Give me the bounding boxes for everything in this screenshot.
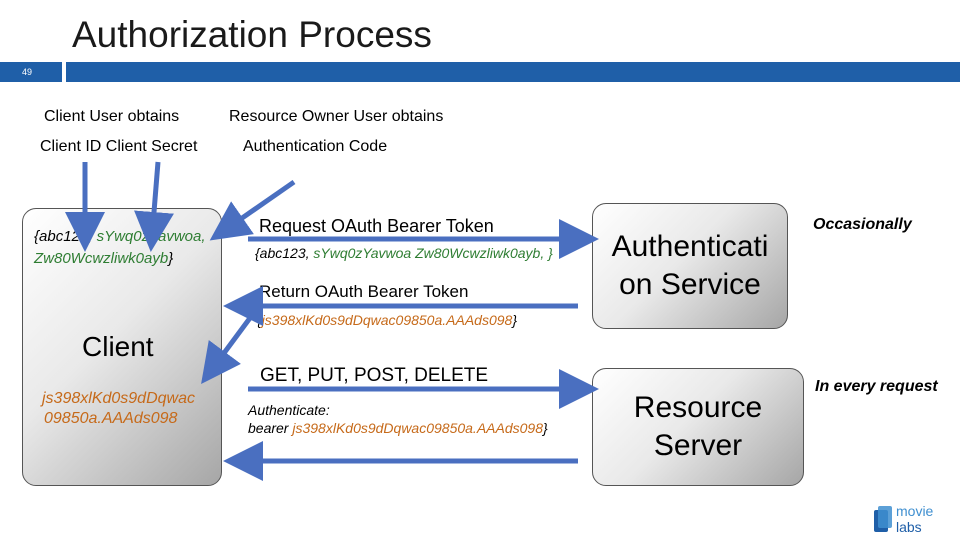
client-token-line2: 09850a.AAAds098	[44, 410, 178, 427]
authenticate-label: Authenticate:	[248, 402, 330, 418]
client-obtains-label: Client User obtains	[44, 108, 180, 125]
request-open: {abc123,	[255, 245, 314, 261]
bearer-close: }	[542, 420, 548, 436]
client-box	[22, 208, 222, 486]
client-creds-close: }	[168, 250, 174, 267]
auth-code-arrow	[209, 179, 296, 241]
title-bar-right	[66, 62, 960, 82]
http-verbs-label: GET, PUT, POST, DELETE	[260, 365, 489, 386]
svg-text:movie: movie	[896, 503, 934, 519]
client-secret-value: Zw80Wcwzliwk0ayb	[34, 250, 169, 267]
token-to-client-arrow	[201, 316, 253, 385]
slide-title: Authorization Process	[72, 14, 432, 55]
occasionally-note: Occasionally	[813, 216, 912, 233]
svg-text:labs: labs	[896, 519, 922, 535]
request-body-value: sYwq0zYavwoa Zw80Wcwzliwk0ayb, }	[313, 245, 553, 261]
bearer-token-value: js398xlKd0s9dDqwac09850a.AAAds098	[292, 420, 543, 436]
title-bar	[0, 62, 960, 82]
bearer-token-line: bearer js398xlKd0s9dDqwac09850a.AAAds098…	[248, 420, 548, 436]
logo-icon: movie labs	[874, 503, 934, 535]
client-secret-arrow	[134, 161, 174, 252]
owner-obtains-label: Resource Owner User obtains	[229, 108, 444, 125]
request-token-body: {abc123, sYwq0zYavwoa Zw80Wcwzliwk0ayb, …	[255, 245, 553, 261]
return-body-value: js398xlKd0s9dDqwac09850a.AAAds098	[261, 312, 513, 328]
auth-service-line1: Authenticati	[611, 230, 769, 263]
client-credentials-secret: Zw80Wcwzliwk0ayb}	[34, 250, 173, 267]
client-label: Client	[82, 331, 154, 362]
authentication-service-box: Authenticati on Service	[592, 203, 788, 329]
return-close: }	[512, 312, 517, 328]
resource-server-box: Resource Server	[592, 368, 804, 486]
request-token-label: Request OAuth Bearer Token	[259, 216, 494, 236]
slide-number: 49	[22, 67, 33, 77]
bearer-prefix: bearer	[248, 420, 293, 436]
resource-server-line1: Resource	[633, 391, 763, 424]
title-bar-left	[0, 62, 62, 82]
every-request-note: In every request	[815, 378, 938, 395]
client-creds-label: Client ID Client Secret	[40, 138, 198, 155]
return-token-label: Return OAuth Bearer Token	[259, 282, 469, 301]
client-token-line1: js398xlKd0s9dDqwac	[42, 390, 195, 407]
auth-service-line2: on Service	[619, 268, 761, 301]
auth-code-label: Authentication Code	[243, 138, 388, 155]
resource-server-line2: Server	[653, 429, 743, 462]
movielabs-logo: movie labs	[872, 500, 950, 536]
